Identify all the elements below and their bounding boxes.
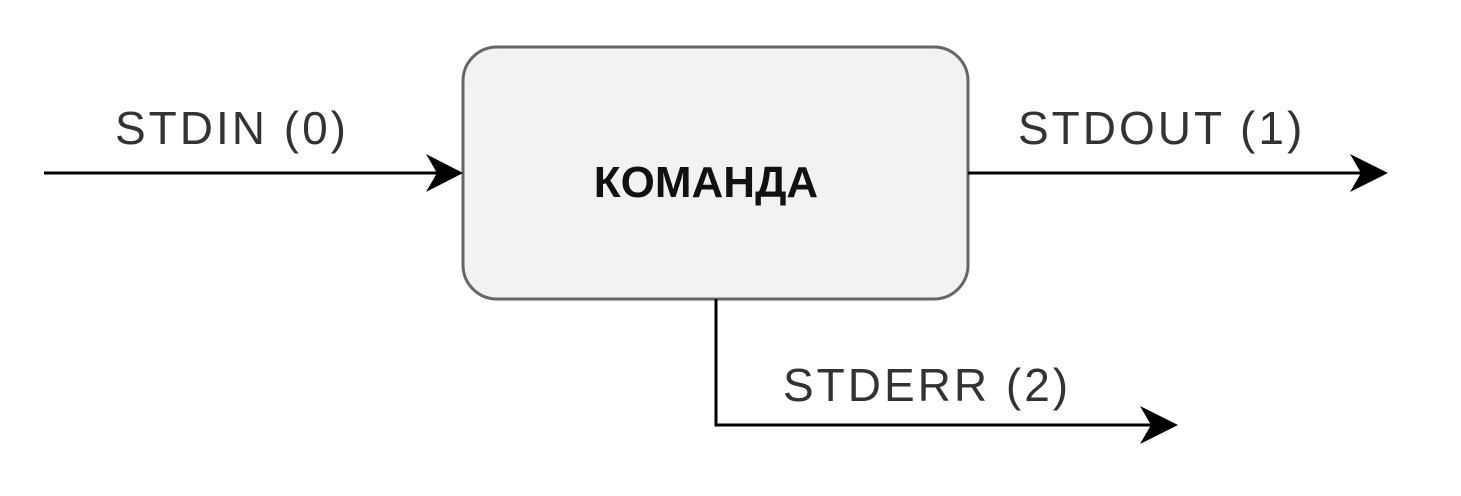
stderr-stream: STDERR (2) [714, 299, 1178, 444]
stderr-arrowhead [1140, 406, 1178, 444]
stdin-label: STDIN (0) [115, 102, 349, 154]
stdout-label: STDOUT (1) [1018, 102, 1305, 154]
stdin-arrowhead [426, 154, 463, 192]
stdin-stream: STDIN (0) [44, 102, 463, 192]
stdout-stream: STDOUT (1) [968, 102, 1388, 192]
stderr-label: STDERR (2) [783, 359, 1071, 411]
process-node: КОМАНДА [461, 45, 970, 301]
stderr-arrow-line [714, 299, 1152, 427]
stdout-arrowhead [1350, 154, 1388, 192]
process-label: КОМАНДА [594, 158, 818, 207]
